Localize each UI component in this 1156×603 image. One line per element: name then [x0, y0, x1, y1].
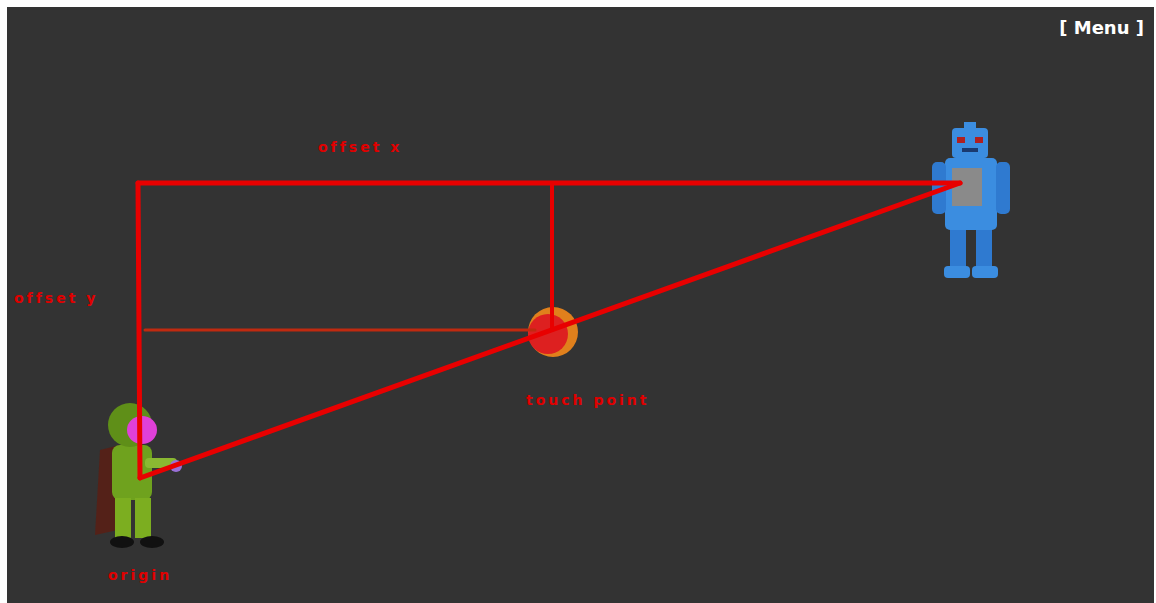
robot-sprite — [932, 122, 1010, 278]
offset-label: offset y — [14, 291, 98, 306]
offset-lines — [138, 183, 960, 478]
menu-button: [ Menu ] — [1059, 18, 1144, 38]
game-background — [7, 7, 1154, 603]
point-label: touch point — [526, 393, 650, 408]
origin-label: origin — [108, 568, 172, 583]
offset-label: offset x — [318, 140, 402, 155]
